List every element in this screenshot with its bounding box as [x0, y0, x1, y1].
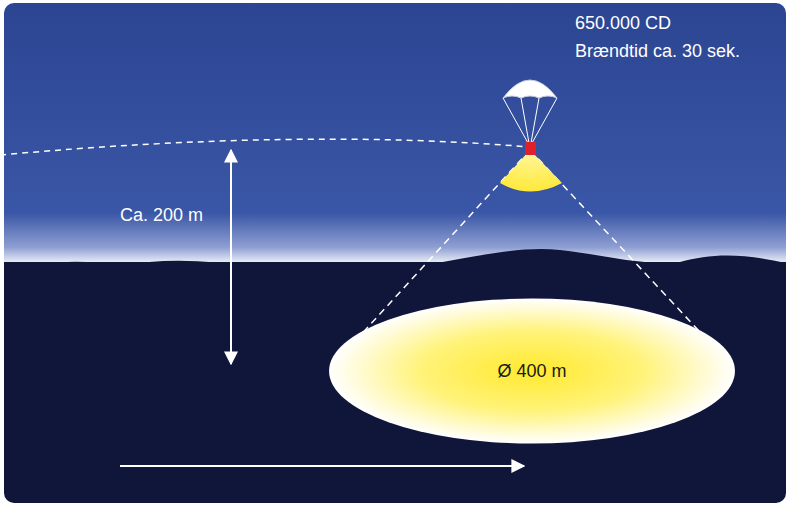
- direction-arrow: [120, 465, 524, 467]
- flare: [525, 142, 536, 155]
- parachute-lines: [503, 98, 557, 143]
- parachute: [503, 80, 557, 98]
- sky: [4, 3, 786, 266]
- dimension-label: Ø 400 m: [497, 361, 566, 382]
- lit-area: Ø 400 m: [327, 297, 737, 445]
- burn-time: Brændtid ca. 30 sek.: [575, 41, 740, 62]
- flight-path: [4, 139, 530, 155]
- hills: [4, 249, 786, 300]
- light-beam: [500, 150, 562, 192]
- luminous-intensity: 650.000 CD: [575, 13, 671, 34]
- height-label: Ca. 200 m: [120, 205, 203, 226]
- height-arrow: [230, 150, 232, 364]
